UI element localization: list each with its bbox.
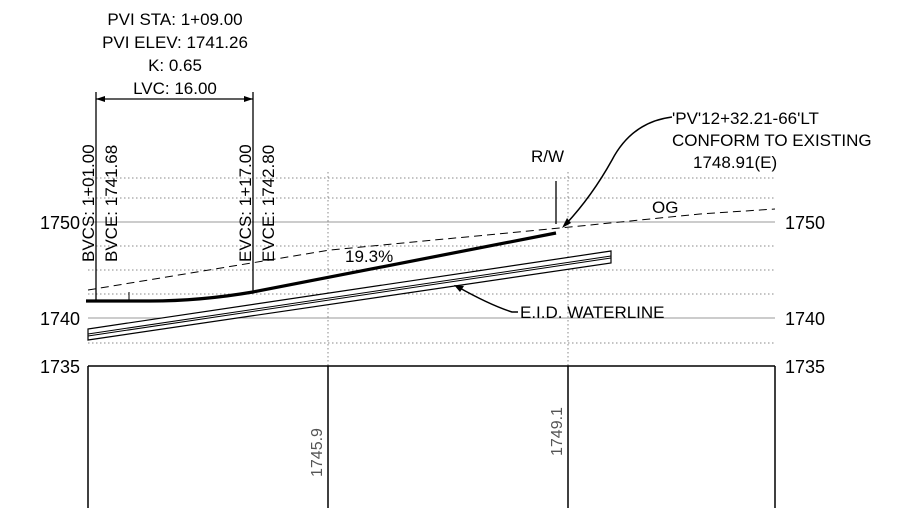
callout-line-3: 1748.91(E) — [693, 153, 777, 172]
pvi-lvc: LVC: 16.00 — [133, 79, 217, 98]
waterline-pipe — [87, 250, 612, 341]
lvc-arrow-left — [96, 96, 105, 102]
station-elev-2: 1749.1 — [549, 407, 566, 456]
grade-label: 19.3% — [345, 247, 393, 266]
callout-line-1: 'PV'12+32.21-66'LT — [672, 109, 819, 128]
elev-left-1735: 1735 — [40, 357, 80, 377]
elev-left-1750: 1750 — [40, 213, 80, 233]
pvi-info: PVI STA: 1+09.00 PVI ELEV: 1741.26 K: 0.… — [102, 10, 248, 98]
lvc-arrow-right — [244, 96, 253, 102]
bvc-station-label: BVCS: 1+01.00 — [79, 144, 98, 262]
elevation-labels-right: 1750 1740 1735 — [785, 213, 825, 377]
elev-right-1740: 1740 — [785, 309, 825, 329]
waterline-leader-arrow — [454, 285, 464, 292]
waterline-leader — [457, 286, 518, 313]
callout-line-2: CONFORM TO EXISTING — [672, 131, 872, 150]
elev-right-1750: 1750 — [785, 213, 825, 233]
existing-ground-line — [87, 208, 776, 291]
elevation-labels-left: 1750 1740 1735 — [40, 213, 80, 377]
evc-elevation-label: EVCE: 1742.80 — [259, 145, 278, 262]
pvi-k-value: K: 0.65 — [148, 56, 202, 75]
pvi-station: PVI STA: 1+09.00 — [107, 10, 242, 29]
waterline-inner-1 — [87, 255, 612, 335]
station-elev-1: 1745.9 — [309, 428, 326, 477]
waterline-inner-2 — [87, 257, 612, 337]
evc-station-label: EVCS: 1+17.00 — [236, 144, 255, 262]
callout-leader — [565, 116, 673, 225]
elev-right-1735: 1735 — [785, 357, 825, 377]
data-band — [87, 365, 776, 508]
row-label: R/W — [531, 147, 564, 166]
waterline-label: E.I.D. WATERLINE — [520, 303, 665, 322]
elev-left-1740: 1740 — [40, 309, 80, 329]
callout-arrow — [562, 218, 571, 228]
bvc-elevation-label: BVCE: 1741.68 — [102, 145, 121, 262]
lvc-dimension — [95, 92, 254, 302]
og-label: OG — [652, 198, 678, 217]
pvi-elevation: PVI ELEV: 1741.26 — [102, 33, 248, 52]
proposed-profile — [86, 231, 557, 303]
